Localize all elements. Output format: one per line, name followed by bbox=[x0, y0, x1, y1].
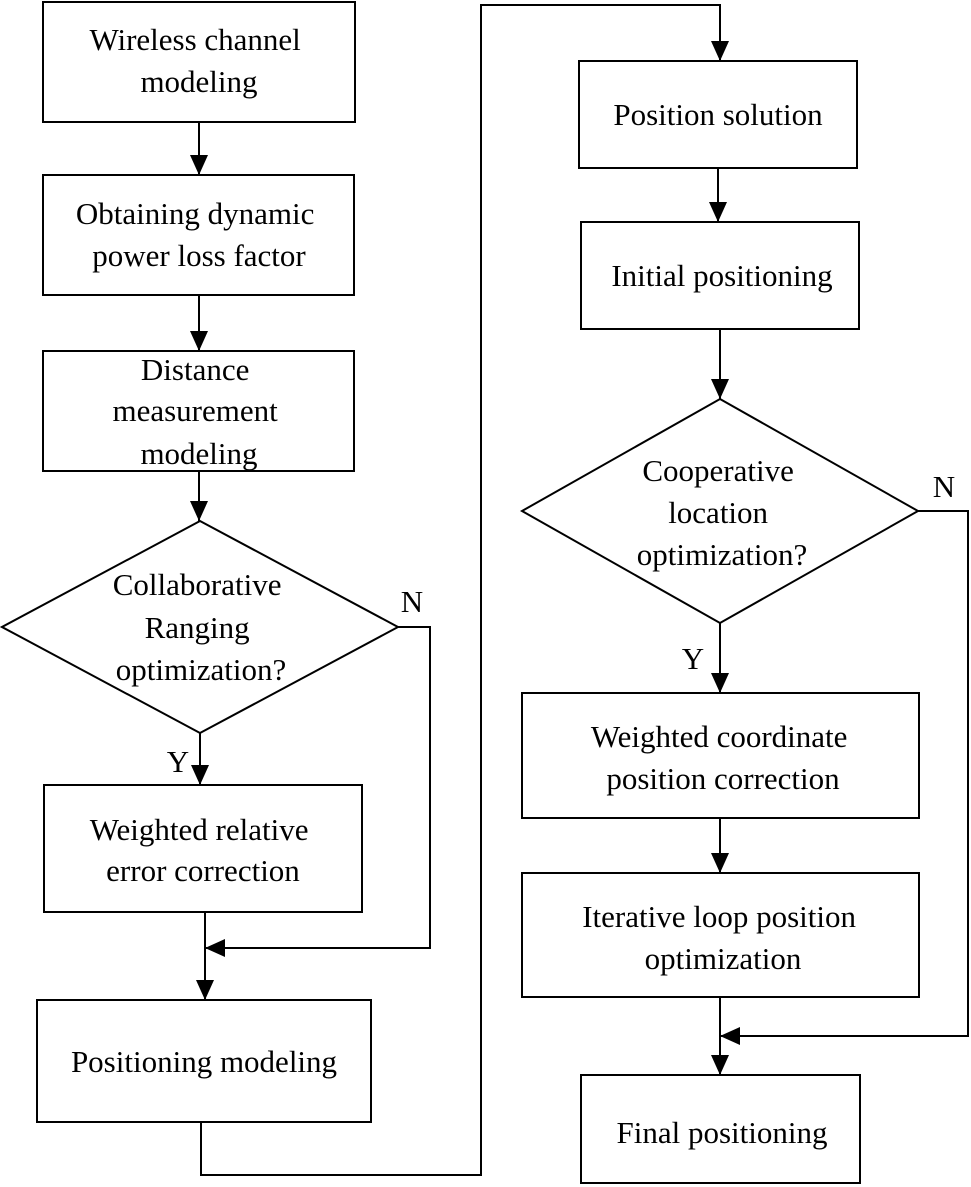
distance-measurement-modeling-box bbox=[42, 350, 355, 472]
ranging-no-label: N bbox=[401, 584, 423, 619]
weighted-coordinate-position-correction-label: Weighted coordinate position correction bbox=[591, 719, 855, 796]
final-positioning-label: Final positioning bbox=[617, 1115, 828, 1150]
weighted-coordinate-position-correction-box bbox=[521, 692, 920, 819]
arrow-location-no-bypass bbox=[720, 510, 969, 1045]
obtaining-power-loss-factor-box bbox=[42, 174, 355, 296]
ranging-yes-label: Y bbox=[167, 744, 189, 779]
weighted-relative-error-correction-label: Weighted relative error correction bbox=[90, 812, 316, 888]
cooperative-location-decision-label: Cooperative location optimization? bbox=[637, 453, 807, 572]
iterative-loop-position-optimization-box bbox=[521, 872, 920, 998]
iterative-loop-position-optimization-label: Iterative loop position optimization bbox=[582, 899, 864, 976]
position-solution-box bbox=[578, 60, 858, 169]
positioning-modeling-label: Positioning modeling bbox=[71, 1044, 337, 1079]
location-yes-label: Y bbox=[682, 641, 704, 676]
wireless-channel-modeling-box bbox=[42, 1, 356, 123]
collaborative-ranging-decision-label: Collaborative Ranging optimization? bbox=[113, 567, 289, 687]
arrow-ranging-no-bypass bbox=[205, 626, 431, 957]
location-no-label: N bbox=[933, 469, 955, 504]
initial-positioning-box bbox=[580, 221, 860, 330]
distance-measurement-modeling-label: Distance measurement modeling bbox=[112, 352, 285, 471]
wireless-channel-modeling-label: Wireless channel modeling bbox=[89, 22, 308, 99]
weighted-relative-error-correction-box bbox=[43, 784, 363, 913]
initial-positioning-label: Initial positioning bbox=[611, 258, 832, 293]
position-solution-label: Position solution bbox=[613, 97, 823, 132]
arrow-positioning-to-position-solution bbox=[200, 4, 729, 1176]
obtaining-power-loss-factor-label: Obtaining dynamic power loss factor bbox=[76, 196, 322, 273]
